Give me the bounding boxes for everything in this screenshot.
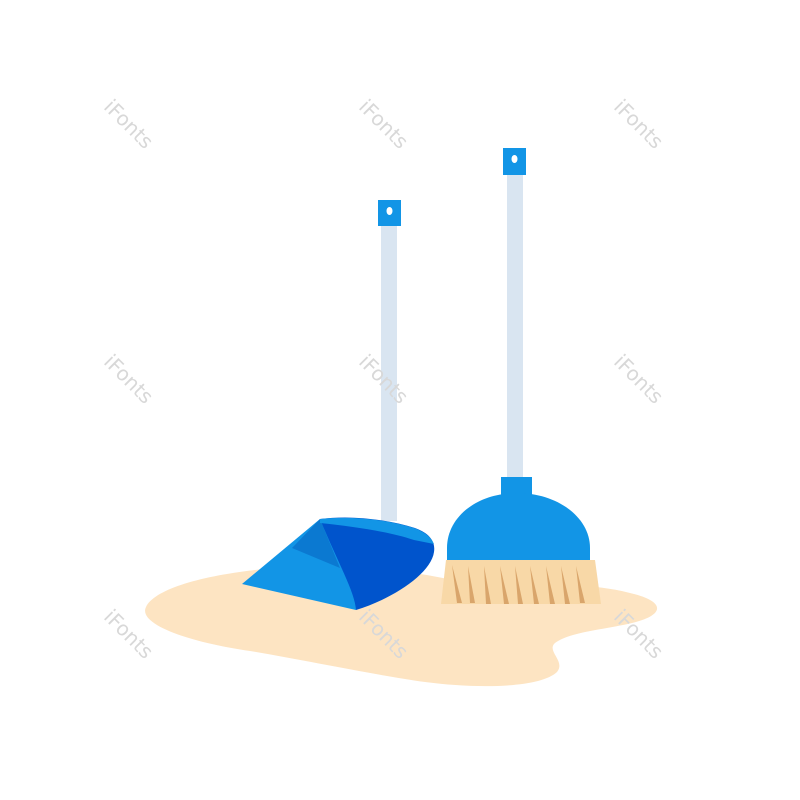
broom-bristles-stripe-6 [530, 566, 539, 604]
broom-neck [501, 477, 532, 497]
broom-bristles-stripe-5 [515, 566, 523, 604]
broom-bristles-stripe-2 [468, 566, 475, 603]
broom-bristles-stripe-9 [576, 566, 585, 603]
broom-bristles-stripe-1 [452, 565, 462, 603]
broom-bristles-stripe-3 [484, 566, 491, 604]
broom-bristles-stripe-7 [546, 566, 555, 604]
dustpan-hanger-hole [386, 207, 393, 215]
dustpan-rim-top [320, 517, 434, 544]
dustpan-icon [242, 200, 435, 610]
dustpan-side-shadow [292, 519, 340, 568]
broom-handle [507, 174, 523, 480]
broom-bristles-stripe-8 [561, 566, 570, 604]
broom-icon [441, 148, 601, 604]
broom-bristles-stripe-4 [500, 566, 509, 604]
broom-hanger-hole [511, 155, 518, 163]
broom-head [447, 493, 590, 560]
broom-bristles [441, 560, 601, 604]
dustpan-handle [381, 226, 397, 521]
